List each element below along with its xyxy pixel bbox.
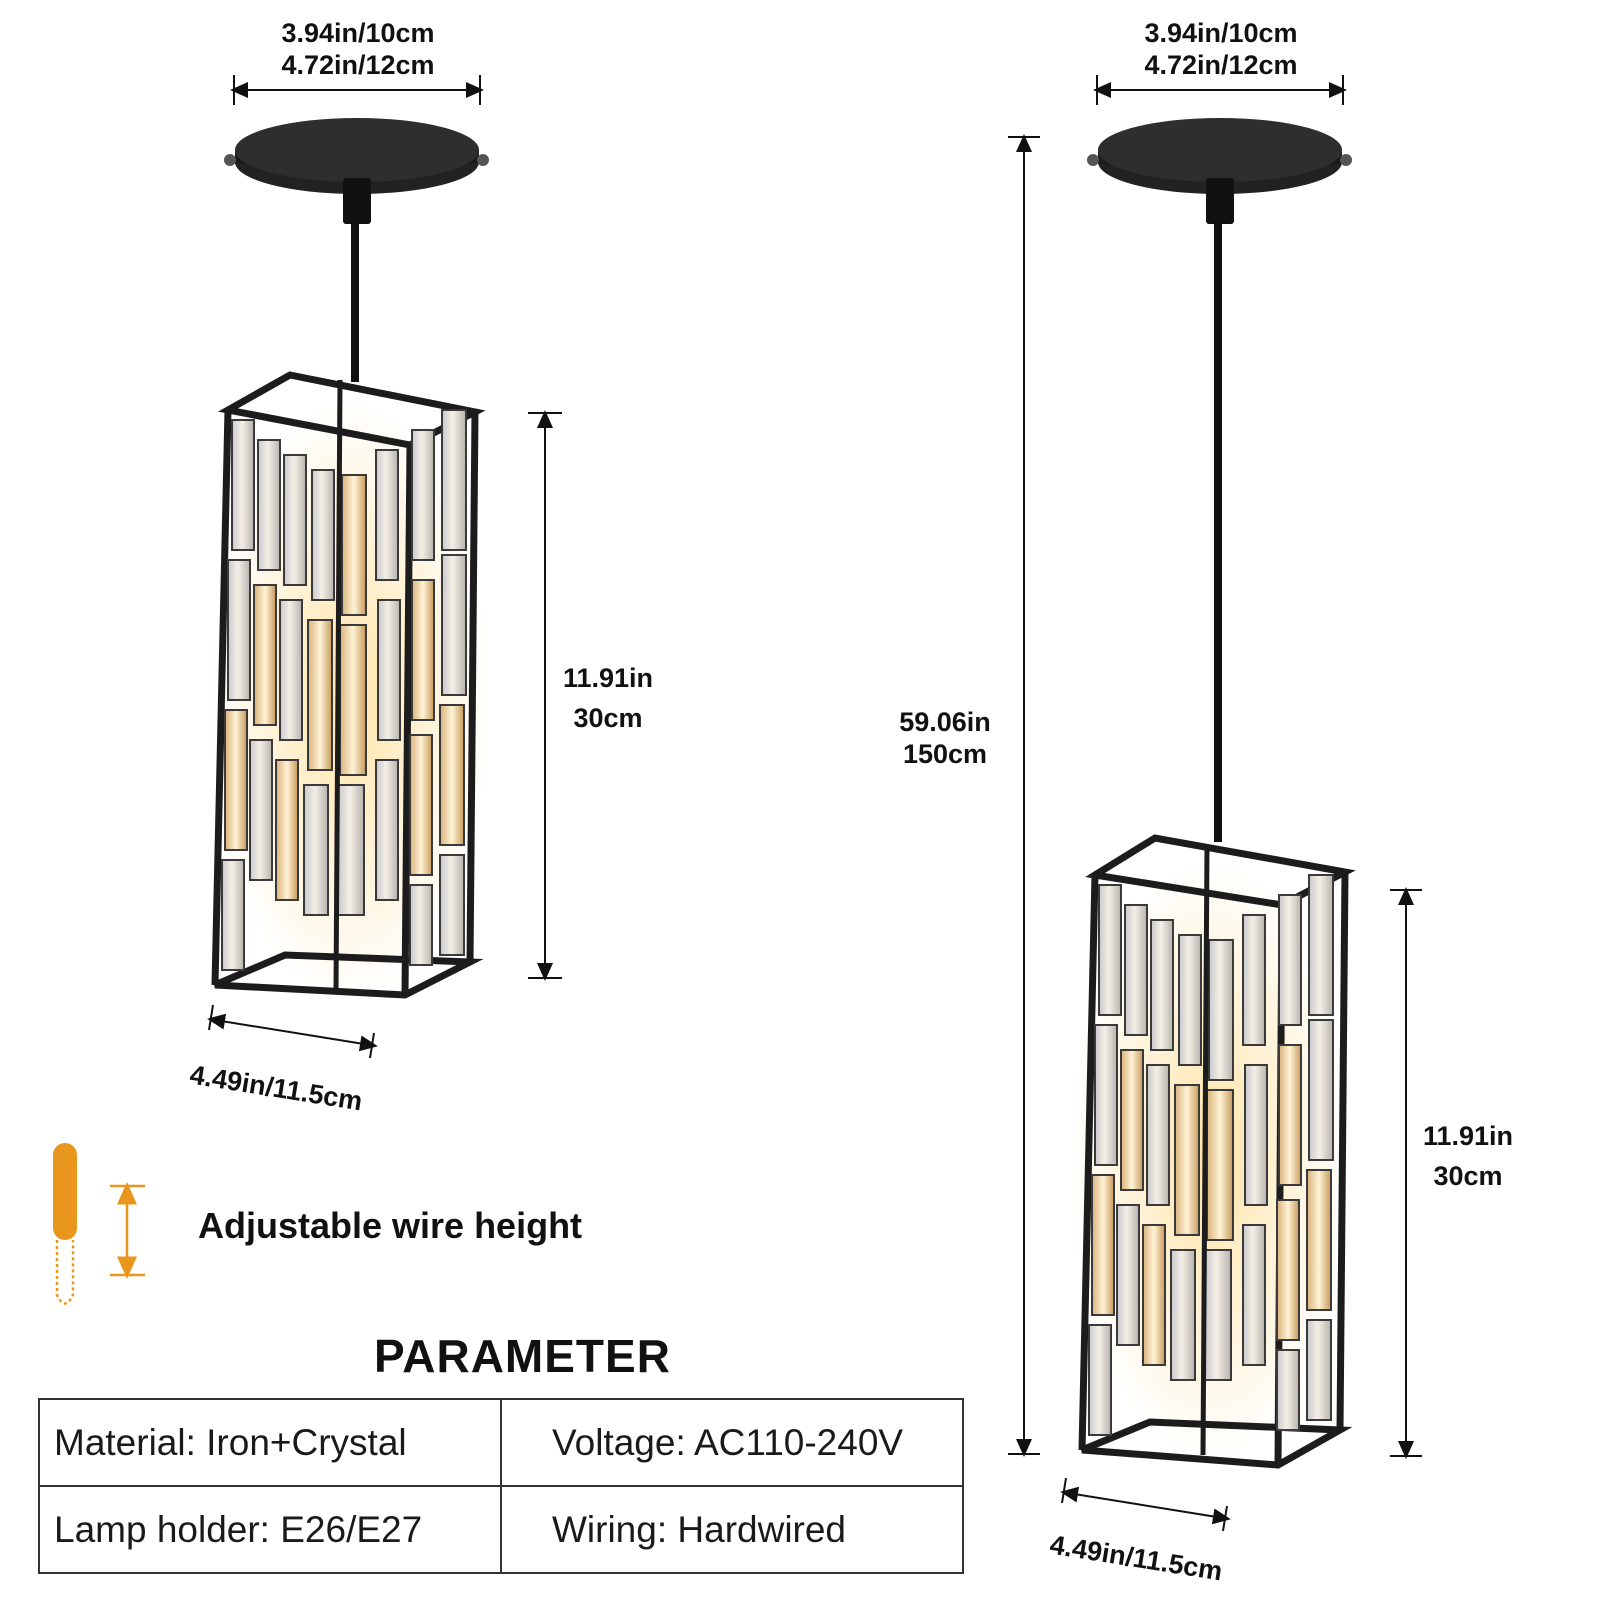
lamp-holder-cell: Lamp holder: E26/E27 [38,1485,502,1574]
adjustable-wire-icon [53,1143,145,1305]
right-canopy-dimension: 3.94in/10cm 4.72in/12cm [1103,17,1339,81]
left-body-height-cm: 30cm [573,703,643,733]
parameter-table: Material: Iron+Crystal Voltage: AC110-24… [38,1398,964,1574]
right-total-height: 59.06in 150cm [880,706,1010,770]
right-body-height-in: 11.91in [1422,1121,1514,1151]
voltage-cell: Voltage: AC110-240V [500,1398,964,1487]
left-canopy-dim-line2: 4.72in/12cm [281,50,435,80]
left-body-height-in: 11.91in [562,663,654,693]
left-canopy-dimension: 3.94in/10cm 4.72in/12cm [240,17,476,81]
adjustable-wire-label: Adjustable wire height [198,1205,583,1246]
wiring-cell: Wiring: Hardwired [500,1485,964,1574]
parameter-title: PARAMETER [374,1330,671,1382]
right-canopy-dim-line1: 3.94in/10cm [1144,18,1298,48]
right-total-height-cm: 150cm [902,739,988,769]
left-canopy-dim-line1: 3.94in/10cm [281,18,435,48]
right-lamp [1070,118,1356,1469]
right-dimension-lines [1008,75,1422,1532]
left-dimension-lines [207,75,562,1059]
left-body-height: 11.91in 30cm [548,662,668,734]
left-lamp [210,118,490,1000]
right-total-height-in: 59.06in [899,707,991,737]
right-canopy-dim-line2: 4.72in/12cm [1144,50,1298,80]
right-body-height-cm: 30cm [1433,1161,1503,1191]
table-row: Lamp holder: E26/E27 Wiring: Hardwired [38,1485,964,1574]
table-row: Material: Iron+Crystal Voltage: AC110-24… [38,1398,964,1487]
right-body-height: 11.91in 30cm [1408,1120,1528,1192]
material-cell: Material: Iron+Crystal [38,1398,502,1487]
